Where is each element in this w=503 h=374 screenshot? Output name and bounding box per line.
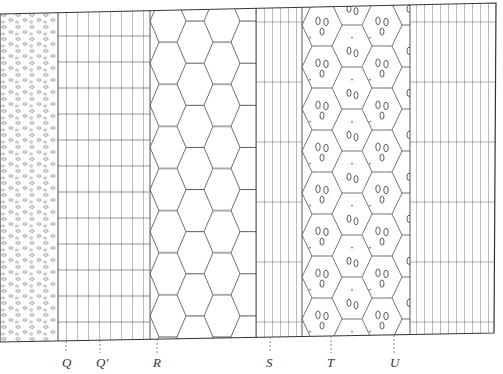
layer-letter: R xyxy=(153,356,161,369)
layer-letter: U xyxy=(390,356,399,369)
layer-letter: Q xyxy=(62,356,71,369)
layer-letter: S xyxy=(266,356,273,369)
layer-letter: Q' xyxy=(96,356,108,369)
layer-letter: T xyxy=(327,356,334,369)
